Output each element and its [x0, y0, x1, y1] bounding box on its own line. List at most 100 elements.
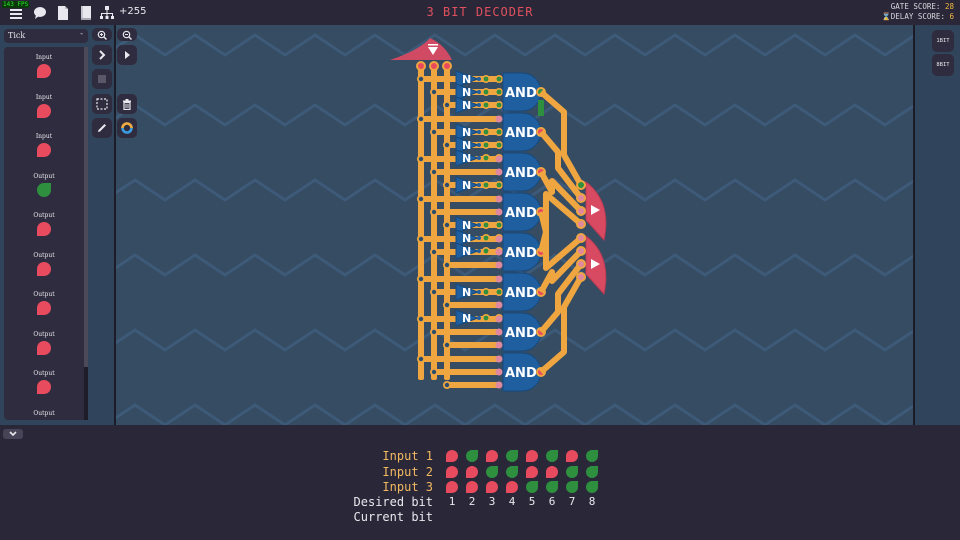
component-output[interactable]: Output	[4, 331, 84, 355]
chat-icon[interactable]	[33, 5, 49, 21]
and-input-pin	[495, 368, 503, 376]
not-bubble	[477, 77, 481, 81]
truth-table-panel	[0, 425, 960, 540]
and-gate-label: AND	[505, 126, 537, 141]
pin-off-icon	[466, 465, 478, 478]
desired-bit-value: 4	[508, 495, 516, 508]
pencil-button[interactable]	[92, 118, 112, 138]
select-icon	[96, 98, 108, 110]
component-list-scrollbar[interactable]	[84, 47, 88, 420]
step-icon	[99, 50, 106, 60]
wire-junction-hole	[431, 289, 437, 295]
not-gate	[455, 283, 480, 301]
and-input-pin	[495, 315, 503, 323]
tick-selector[interactable]: Tick -	[4, 29, 88, 43]
select-button[interactable]	[92, 94, 112, 114]
output-wire	[538, 248, 584, 294]
component-input[interactable]: Input	[4, 54, 84, 78]
not-output-pin	[483, 155, 489, 161]
not-gate-label: N	[462, 312, 471, 325]
and-gate-label: AND	[505, 86, 537, 101]
not-output-pin	[483, 129, 489, 135]
current-bit-label: Current bit	[353, 510, 433, 524]
not-gate	[455, 216, 480, 234]
pin-off-icon	[486, 481, 498, 493]
panel-divider	[114, 25, 116, 425]
pin-on-icon	[466, 450, 478, 462]
pin-off-icon	[466, 481, 478, 493]
not-output-pin	[483, 248, 489, 254]
output-wire	[538, 262, 584, 334]
1bit-button[interactable]: 1BIT	[932, 30, 954, 52]
wire-junction-hole	[418, 116, 424, 122]
wire-row	[421, 116, 500, 122]
level-title: 3 BIT DECODER	[426, 5, 534, 19]
component-input[interactable]: Input	[4, 94, 84, 118]
play-button[interactable]	[117, 45, 137, 65]
and-input-pin	[496, 76, 502, 82]
hierarchy-icon[interactable]	[100, 5, 116, 21]
chevron-down-icon	[9, 431, 17, 437]
desired-bit-value: 2	[468, 495, 476, 508]
component-output[interactable]: Output	[4, 173, 84, 197]
not-gate	[455, 149, 480, 167]
output-wire	[538, 170, 584, 214]
and-gate-label: AND	[505, 326, 537, 341]
and-gate-label: AND	[505, 246, 537, 261]
scrollbar-thumb[interactable]	[84, 47, 88, 367]
and-input-pin	[495, 301, 503, 309]
component-input[interactable]: Input	[4, 133, 84, 157]
step-button[interactable]	[92, 45, 112, 65]
stop-button[interactable]	[92, 69, 112, 89]
wire-junction-hole	[431, 89, 437, 95]
8bit-button[interactable]: 8BIT	[932, 54, 954, 76]
zoom-out-icon	[122, 30, 132, 40]
output-pin	[578, 182, 584, 188]
not-gate-label: N	[462, 245, 471, 258]
color-button[interactable]	[117, 118, 137, 138]
not-output-pin	[483, 235, 489, 241]
and-input-pin	[495, 208, 503, 216]
component-output[interactable]: Output	[4, 291, 84, 315]
component-output[interactable]: Output	[4, 252, 84, 276]
not-bubble	[477, 156, 481, 160]
component-output[interactable]: Output	[4, 410, 84, 420]
not-bubble	[477, 130, 481, 134]
component-output[interactable]: Output	[4, 370, 84, 394]
desired-bit-value: 5	[528, 495, 536, 508]
not-output-pin	[483, 89, 489, 95]
wire-junction-hole	[431, 129, 437, 135]
input-pin	[444, 63, 450, 69]
delete-button[interactable]	[117, 94, 137, 114]
and-input-pin	[495, 341, 503, 349]
wire-row	[421, 356, 500, 362]
and-input-pin	[496, 129, 502, 135]
document-icon[interactable]	[56, 5, 72, 21]
and-input-pin	[496, 142, 502, 148]
wire-junction-hole	[418, 196, 424, 202]
collapse-tick[interactable]: -	[80, 29, 83, 38]
input-pin	[431, 63, 437, 69]
wire-row	[421, 196, 500, 202]
desired-bit-value: 1	[448, 495, 456, 508]
zoom-in-button[interactable]	[92, 28, 112, 41]
pin-on-icon	[506, 450, 518, 462]
not-output-pin	[483, 76, 489, 82]
not-gate-label: N	[462, 286, 471, 299]
gate-score: GATE SCORE: 28	[890, 2, 954, 11]
pin-off-icon	[506, 481, 518, 493]
menu-icon[interactable]	[9, 5, 25, 21]
and-input-pin	[495, 355, 503, 363]
and-input-pin	[495, 381, 503, 389]
wire-row	[434, 209, 500, 215]
and-gate-label: AND	[505, 286, 537, 301]
desired-bit-value: 3	[488, 495, 496, 508]
collapse-panel-button[interactable]	[3, 429, 23, 439]
book-icon[interactable]	[79, 5, 95, 21]
zoom-out-button[interactable]	[117, 28, 137, 41]
not-gate	[455, 229, 480, 247]
component-output[interactable]: Output	[4, 212, 84, 236]
truth-table-row-label: Input 2	[382, 464, 433, 479]
